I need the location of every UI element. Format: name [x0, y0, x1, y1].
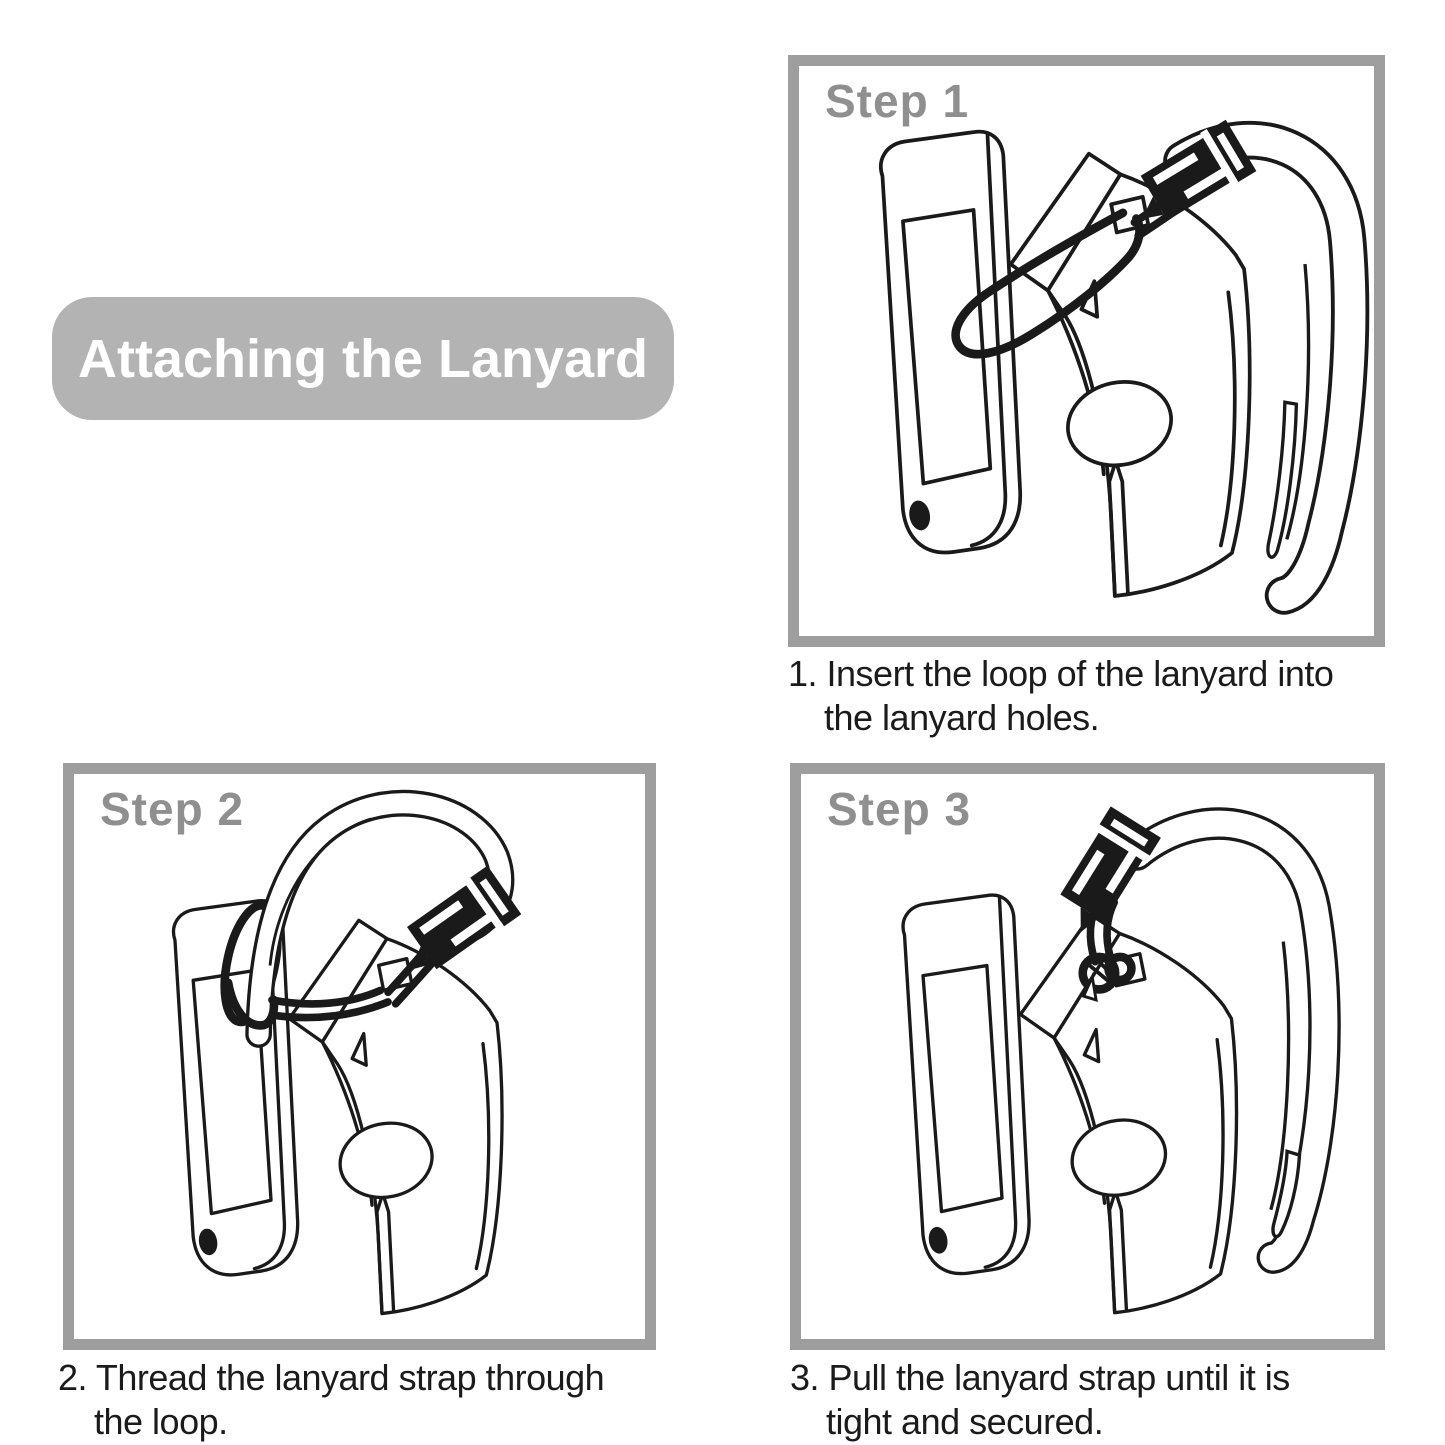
- step-2-label: Step 2: [100, 783, 245, 835]
- caption-line: the lanyard holes.: [824, 697, 1100, 738]
- step-3-label: Step 3: [827, 783, 972, 835]
- title-text: Attaching the Lanyard: [77, 328, 649, 389]
- caption-line: 2. Thread the lanyard strap through: [58, 1357, 605, 1398]
- title-badge: Attaching the Lanyard: [52, 297, 674, 420]
- step-1-illustration: [878, 118, 1370, 615]
- caption-line: 1. Insert the loop of the lanyard into: [788, 653, 1334, 694]
- step-3-illustration: [901, 805, 1341, 1315]
- oximeter-device: [901, 893, 1239, 1315]
- step-1-caption: 1. Insert the loop of the lanyard into t…: [788, 652, 1334, 740]
- step-1-panel: Step 1: [788, 55, 1385, 647]
- caption-line: the loop.: [94, 1401, 228, 1442]
- cord-loop-front-arc: [223, 978, 279, 1030]
- lanyard-strap: [1163, 120, 1370, 615]
- step-3-panel: Step 3: [790, 763, 1385, 1350]
- caption-line: 3. Pull the lanyard strap until it is: [790, 1357, 1290, 1398]
- lanyard-strap: [245, 789, 515, 1048]
- lanyard-strap: [1120, 807, 1341, 1274]
- caption-line: tight and secured.: [826, 1401, 1104, 1442]
- step-2-caption: 2. Thread the lanyard strap through the …: [58, 1356, 605, 1444]
- step-2-illustration: [171, 789, 523, 1316]
- step-1-label: Step 1: [825, 75, 970, 127]
- step-2-panel: Step 2: [63, 763, 656, 1350]
- step-3-caption: 3. Pull the lanyard strap until it is ti…: [790, 1356, 1290, 1444]
